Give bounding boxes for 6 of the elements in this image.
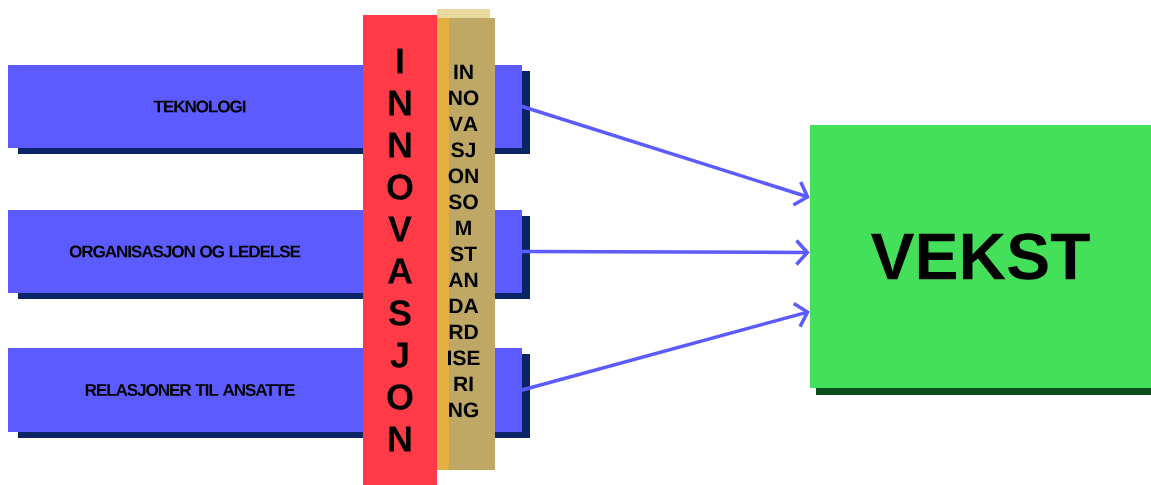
arrow xyxy=(520,239,810,266)
arrow xyxy=(520,301,810,392)
band: INNOVASJON xyxy=(363,15,437,485)
arrow xyxy=(520,104,810,207)
band: INNOVASJON SOM STANDARDISERING xyxy=(437,9,495,470)
goal-box: VEKST xyxy=(810,125,1151,395)
